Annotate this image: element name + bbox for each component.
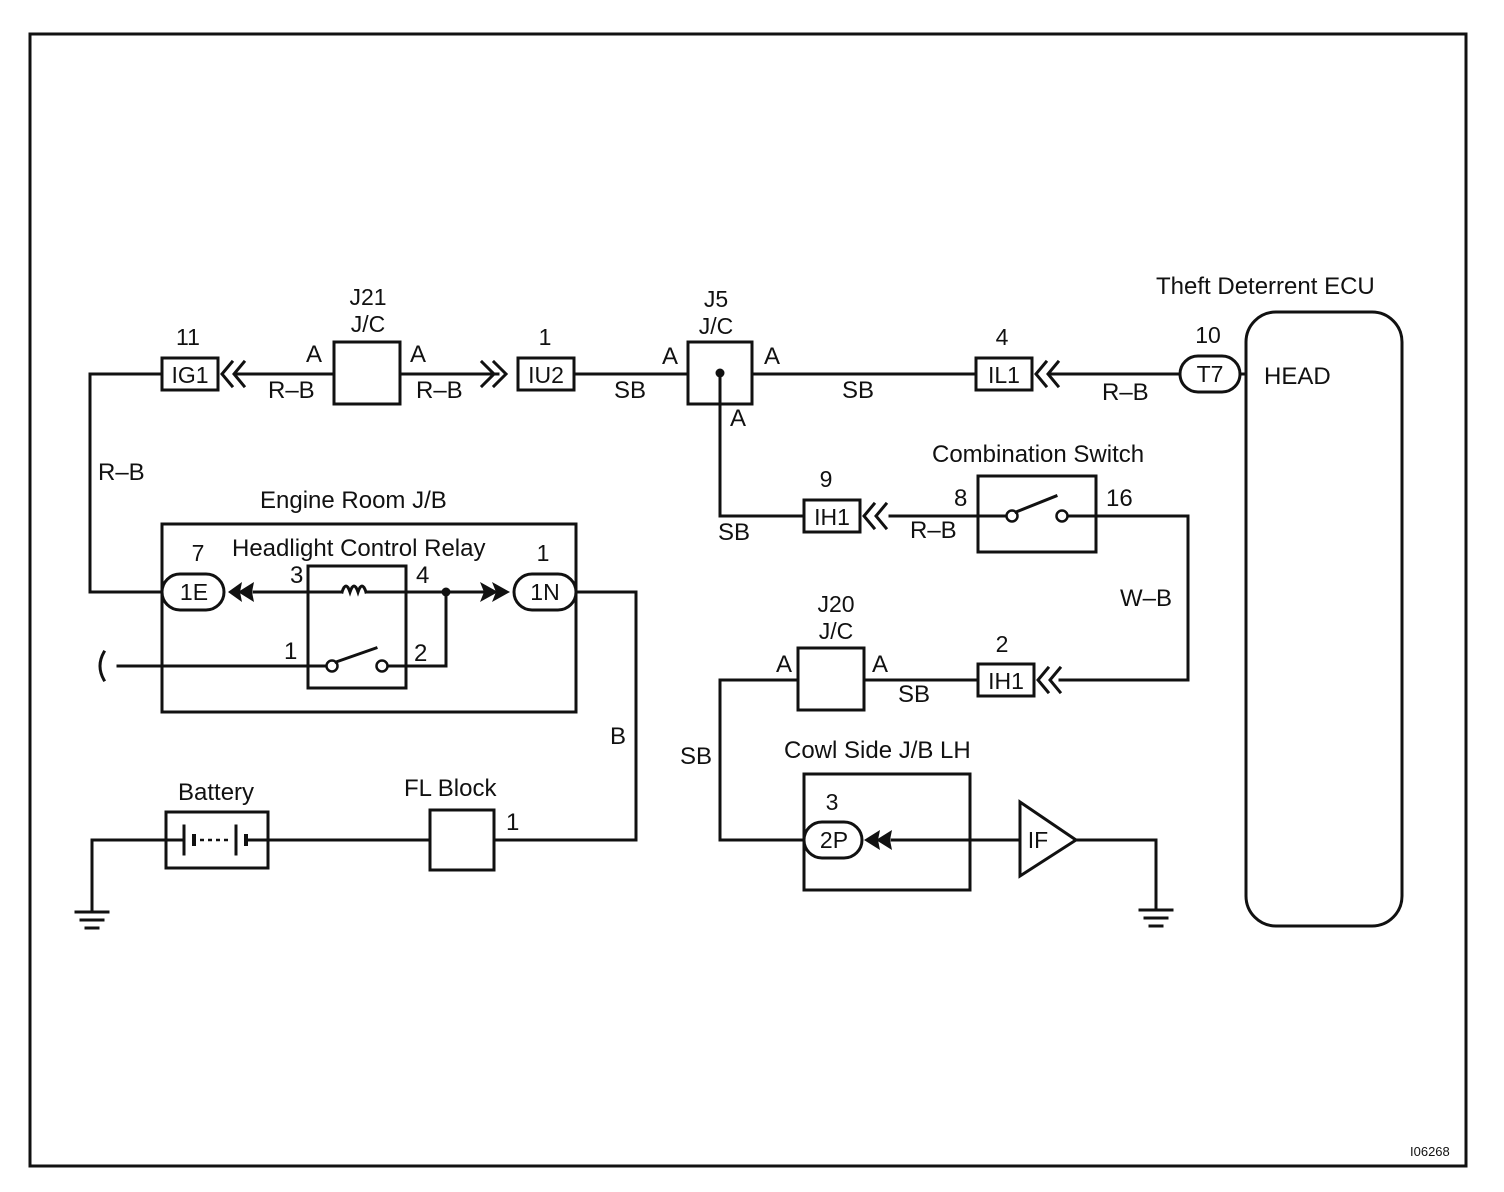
svg-text:2P: 2P xyxy=(820,827,848,853)
wire-label-sb-5: SB xyxy=(680,743,712,770)
j5-pin-bottom: A xyxy=(730,405,746,432)
svg-text:J/C: J/C xyxy=(819,618,854,644)
combination-switch: Combination Switch 8 16 xyxy=(932,441,1144,554)
battery: Battery xyxy=(164,779,270,870)
wire-b xyxy=(492,590,638,842)
svg-text:7: 7 xyxy=(192,540,205,566)
svg-text:1: 1 xyxy=(539,324,552,350)
svg-text:J20: J20 xyxy=(817,591,854,617)
svg-text:T7: T7 xyxy=(1197,361,1224,387)
cowl-side-jb: Cowl Side J/B LH 3 2P xyxy=(784,737,1022,892)
j21-pin-left: A xyxy=(306,341,322,368)
junction-j5: J5 J/C xyxy=(686,286,754,406)
ecu-title: Theft Deterrent ECU xyxy=(1156,273,1375,300)
svg-text:IG1: IG1 xyxy=(171,362,208,388)
junction-j21: J21 J/C xyxy=(332,284,402,406)
svg-text:IH1: IH1 xyxy=(988,668,1024,694)
svg-text:2: 2 xyxy=(996,631,1009,657)
wire-j5-ih1 xyxy=(718,402,806,518)
fl-block-title: FL Block xyxy=(404,775,497,802)
connector-ig1: 11 IG1 xyxy=(160,324,247,392)
svg-text:IU2: IU2 xyxy=(528,362,564,388)
svg-text:J5: J5 xyxy=(704,286,728,312)
wire-j20-2p xyxy=(718,678,806,842)
svg-text:8: 8 xyxy=(954,485,967,512)
svg-text:1E: 1E xyxy=(180,579,208,605)
combination-switch-title: Combination Switch xyxy=(932,441,1144,468)
wire-label-rb-1: R–B xyxy=(268,377,315,404)
svg-text:11: 11 xyxy=(176,324,200,350)
wire-label-b: B xyxy=(610,723,626,750)
svg-text:J/C: J/C xyxy=(351,311,386,337)
ground-left-icon xyxy=(74,838,110,930)
svg-text:3: 3 xyxy=(290,562,303,589)
svg-text:2: 2 xyxy=(414,640,427,667)
ground-right-icon xyxy=(1074,838,1174,928)
j20-pin-left: A xyxy=(776,651,792,678)
battery-title: Battery xyxy=(178,779,254,806)
svg-text:10: 10 xyxy=(1195,322,1221,348)
engine-room-title: Engine Room J/B xyxy=(260,487,447,514)
wire-label-rb-left: R–B xyxy=(98,459,145,486)
svg-text:1: 1 xyxy=(506,809,519,836)
wire-wb xyxy=(1058,514,1190,682)
connector-if: IF xyxy=(1018,799,1079,879)
svg-text:1: 1 xyxy=(537,540,550,566)
connector-il1: 4 IL1 xyxy=(974,324,1061,392)
svg-text:IF: IF xyxy=(1028,827,1048,853)
svg-text:1N: 1N xyxy=(530,579,559,605)
wire-label-sb-1: SB xyxy=(614,377,646,404)
figure-id: I06268 xyxy=(1410,1144,1450,1159)
fl-block: FL Block 1 xyxy=(404,775,519,872)
theft-deterrent-ecu: Theft Deterrent ECU 10 T7 HEAD xyxy=(1156,273,1404,928)
svg-text:J21: J21 xyxy=(349,284,386,310)
wire-label-sb-3: SB xyxy=(718,519,750,546)
svg-text:J/C: J/C xyxy=(699,313,734,339)
connector-iu2: 1 IU2 xyxy=(479,324,576,392)
ecu-head-label: HEAD xyxy=(1264,363,1331,390)
svg-text:1: 1 xyxy=(284,638,297,665)
wire-label-wb: W–B xyxy=(1120,585,1172,612)
j5-pin-right: A xyxy=(764,343,780,370)
svg-text:IH1: IH1 xyxy=(814,504,850,530)
wire-label-rb-4: R–B xyxy=(910,517,957,544)
wire-label-rb-2: R–B xyxy=(416,377,463,404)
svg-text:3: 3 xyxy=(826,789,839,815)
svg-text:9: 9 xyxy=(820,466,833,492)
wire-label-rb-3: R–B xyxy=(1102,379,1149,406)
wire-label-sb-4: SB xyxy=(898,681,930,708)
wire-label-sb-2: SB xyxy=(842,377,874,404)
svg-text:4: 4 xyxy=(996,324,1009,350)
connector-ih1-9: 9 IH1 xyxy=(802,466,889,534)
svg-text:IL1: IL1 xyxy=(988,362,1020,388)
svg-text:16: 16 xyxy=(1106,485,1133,512)
engine-room-jb: Engine Room J/B Headlight Control Relay … xyxy=(98,487,578,714)
j21-pin-right: A xyxy=(410,341,426,368)
cowl-side-title: Cowl Side J/B LH xyxy=(784,737,971,764)
relay-title: Headlight Control Relay xyxy=(232,535,485,562)
svg-text:4: 4 xyxy=(416,562,429,589)
j5-pin-left: A xyxy=(662,343,678,370)
connector-ih1-2: 2 IH1 xyxy=(976,631,1063,698)
j20-pin-right: A xyxy=(872,651,888,678)
